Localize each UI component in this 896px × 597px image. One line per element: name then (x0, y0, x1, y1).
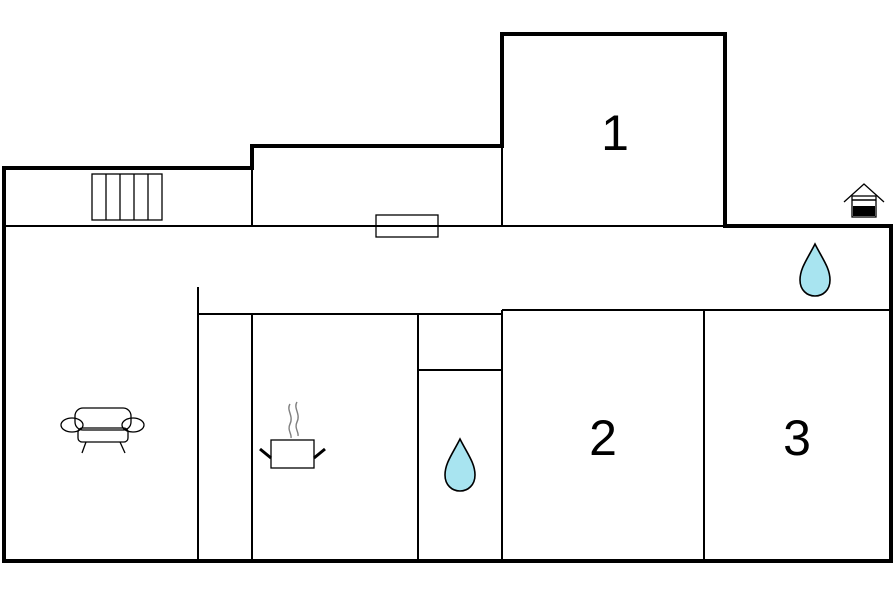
house-entrance-icon (843, 183, 885, 218)
water-drop-icon (444, 437, 476, 492)
water-drop-icon (799, 242, 831, 297)
outer-wall (2, 32, 893, 563)
room-2-label: 2 (589, 410, 617, 466)
radiator-icon (91, 173, 163, 221)
room-3-label: 3 (783, 410, 811, 466)
sofa-icon (60, 407, 145, 454)
window-icon (375, 214, 439, 238)
inner-walls (4, 146, 891, 561)
room-1-label: 1 (601, 105, 629, 161)
cooking-pot-icon (259, 401, 326, 469)
